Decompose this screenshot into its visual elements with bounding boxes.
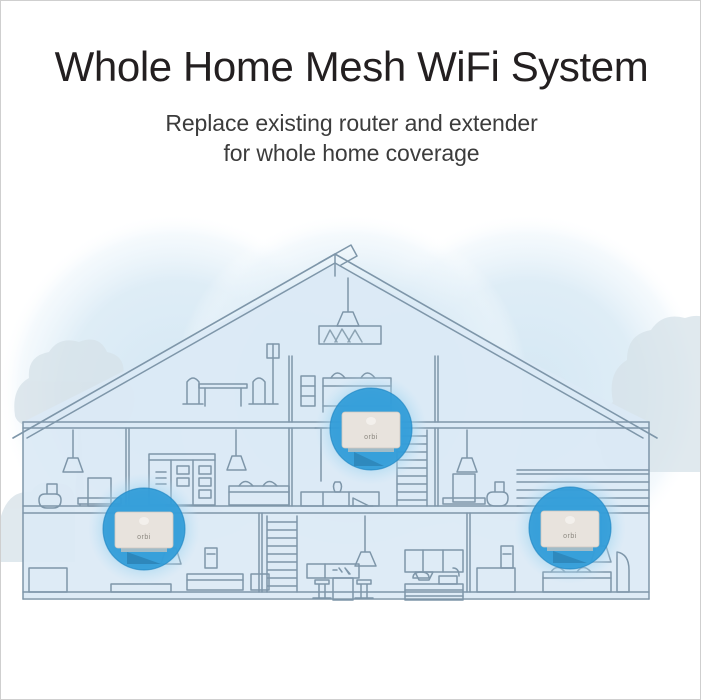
room-attic-dining — [182, 343, 280, 407]
pot-kitchen — [412, 571, 430, 579]
pendant-lamp-bed-l — [226, 429, 247, 471]
chair-right — [248, 377, 270, 405]
stool-kitchen-l — [312, 579, 332, 599]
console-hall — [300, 491, 380, 507]
pendant-lamp-bath-r — [456, 429, 478, 473]
orbi-unit-living-room: orbi — [88, 473, 200, 585]
sink-kitchen — [438, 567, 460, 585]
wall-art-attic — [318, 325, 382, 345]
pendant-lamp-kitchen — [354, 515, 377, 567]
sofa-living — [186, 573, 244, 591]
toilet-bath-l — [38, 483, 62, 509]
roof — [12, 244, 658, 439]
svg-text:orbi: orbi — [563, 533, 577, 540]
svg-text:orbi: orbi — [137, 534, 151, 541]
header-block: Whole Home Mesh WiFi System Replace exis… — [1, 1, 700, 169]
bed-upper-l — [228, 485, 290, 506]
page-subtitle-line1: Replace existing router and extender — [165, 109, 538, 136]
headboard-bed-r — [616, 551, 630, 593]
page-title: Whole Home Mesh WiFi System — [54, 43, 649, 90]
mesh-devices-group: orbi orbi — [88, 373, 626, 585]
vanity-bath-r — [442, 497, 486, 505]
room-ground-kitchen — [306, 515, 464, 601]
room-attic-bedroom — [300, 277, 392, 413]
page-subtitle: Replace existing router and extender for… — [1, 90, 700, 169]
cabinet-bed-r — [476, 567, 516, 593]
armchair-living — [250, 573, 270, 591]
room-upper-bathroom-right — [442, 429, 509, 507]
stool-kitchen-r — [354, 579, 374, 599]
wall-unit-kitchen — [306, 563, 360, 579]
svg-text:orbi: orbi — [364, 434, 378, 441]
page-subtitle-line2: for whole home coverage — [223, 139, 480, 166]
vase-hall — [332, 481, 343, 493]
floor-lamp-attic — [268, 343, 279, 405]
orbi-unit-bedroom: orbi — [514, 472, 626, 584]
chair-left — [182, 377, 204, 405]
pendant-lamp-bath-l — [62, 429, 84, 473]
mirror-bath-r — [452, 473, 476, 503]
house-cutaway-illustration: orbi orbi — [1, 216, 700, 636]
stair-ground — [266, 515, 298, 593]
orbi-unit-upper-hall: orbi — [315, 373, 427, 485]
switch-plate-living — [204, 547, 218, 569]
island-kitchen — [332, 577, 354, 601]
toilet-bath-r — [486, 481, 509, 507]
stool-hall — [350, 497, 374, 507]
cabinet-living — [28, 567, 68, 593]
